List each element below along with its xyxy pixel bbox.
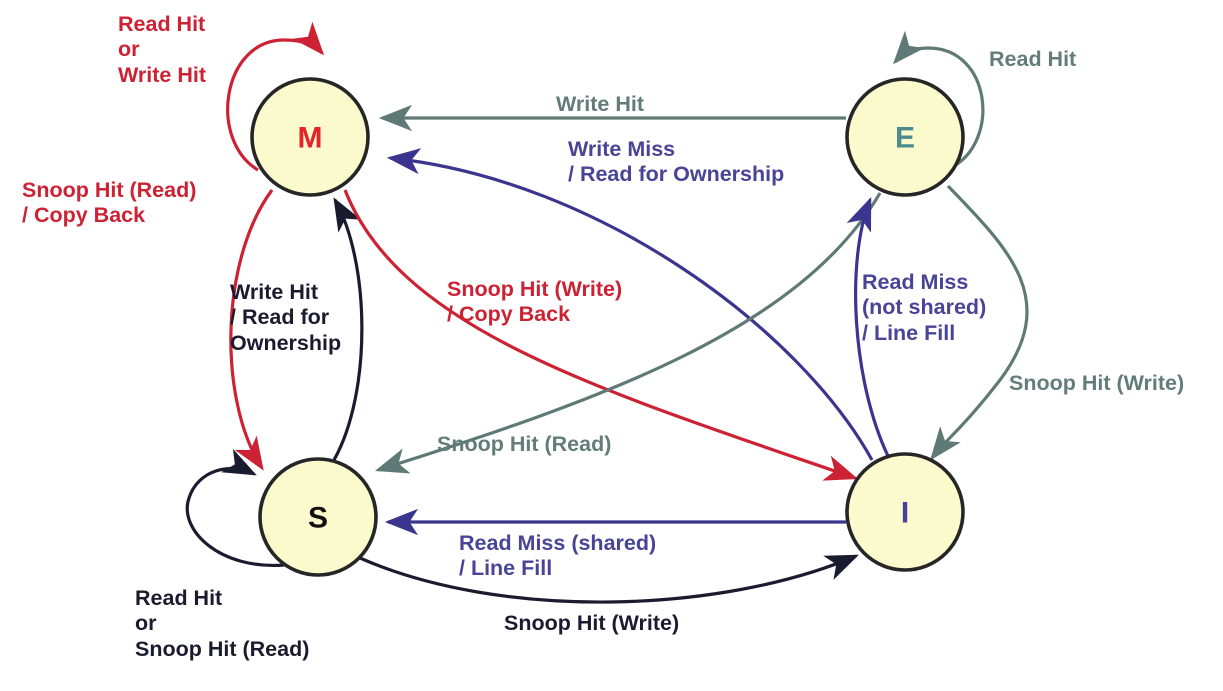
state-node-s[interactable] <box>258 457 378 577</box>
edge-label-e-to-i: Snoop Hit (Write) <box>1009 371 1185 395</box>
edge-label-e-to-m: Write Hit <box>556 92 644 116</box>
edge-label-m-to-i: Snoop Hit (Write) / Copy Back <box>447 277 623 327</box>
edge-s-self <box>185 448 285 567</box>
edge-label-e-to-s: Snoop Hit (Read) <box>437 432 612 456</box>
edge-s-to-m <box>332 197 364 461</box>
edge-i-to-m <box>386 148 874 461</box>
edge-label-s-self: Read Hit or Snoop Hit (Read) <box>135 586 310 661</box>
state-label-i: I <box>901 497 909 530</box>
edge-label-s-to-i: Snoop Hit (Write) <box>504 611 680 635</box>
state-label-m: M <box>298 122 323 155</box>
state-node-m[interactable] <box>250 77 370 197</box>
edge-label-m-self: Read Hit or Write Hit <box>118 12 206 87</box>
state-nodes: M E S I <box>250 77 965 577</box>
state-node-e[interactable] <box>845 77 965 197</box>
edge-m-to-s <box>229 189 274 471</box>
state-node-i[interactable] <box>845 452 965 572</box>
edge-label-e-self: Read Hit <box>989 47 1077 71</box>
edge-label-i-to-m: Write Miss / Read for Ownership <box>568 137 785 187</box>
transition-edges <box>185 21 1029 604</box>
edge-e-self <box>892 30 985 169</box>
edge-m-self <box>226 21 325 172</box>
edge-to-e-read-miss <box>846 197 890 457</box>
state-label-s: S <box>308 502 328 535</box>
edge-label-i-to-s: Read Miss (shared) / Line Fill <box>459 531 657 581</box>
state-label-e: E <box>895 122 915 155</box>
edge-label-to-e-read-miss: Read Miss (not shared) / Line Fill <box>862 270 987 345</box>
edge-e-to-i <box>930 184 1029 461</box>
edge-e-to-s <box>374 192 882 474</box>
edge-label-s-to-m: Write Hit / Read for Ownership <box>230 280 342 355</box>
edge-label-m-to-s: Snoop Hit (Read) / Copy Back <box>22 178 197 228</box>
edge-s-to-i <box>359 554 859 604</box>
edge-m-to-i <box>343 189 859 481</box>
